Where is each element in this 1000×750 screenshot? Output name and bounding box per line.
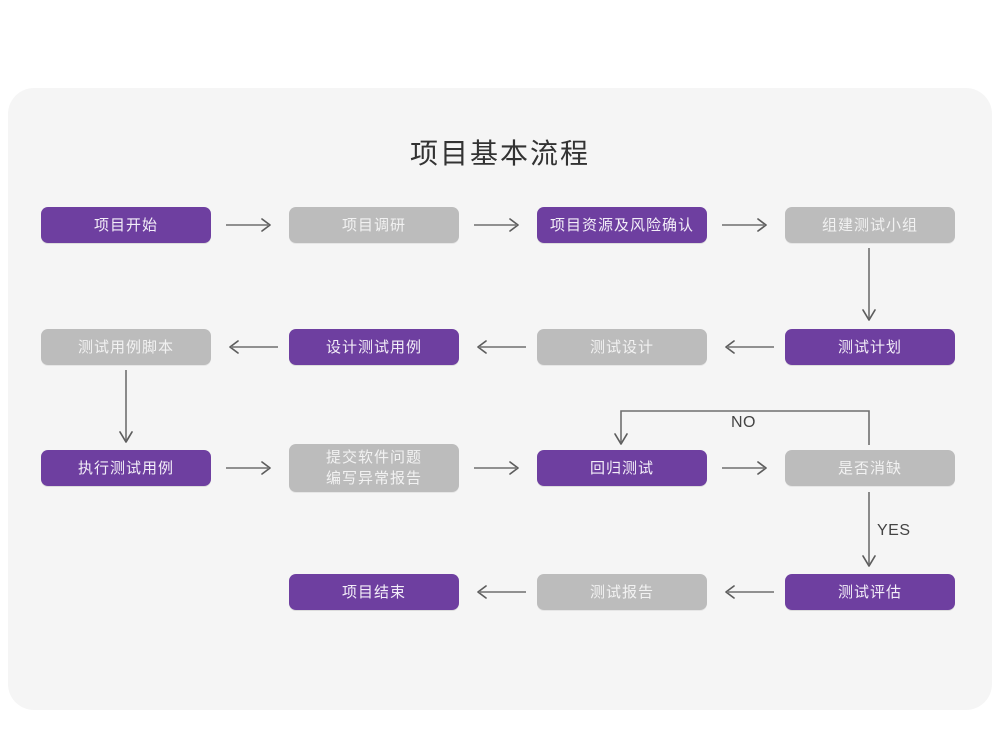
edge-label-no: NO xyxy=(731,414,756,431)
node-execute-test-cases[interactable]: 执行测试用例 xyxy=(41,450,211,486)
node-form-test-team[interactable]: 组建测试小组 xyxy=(785,207,955,243)
node-project-end[interactable]: 项目结束 xyxy=(289,574,459,610)
page-title: 项目基本流程 xyxy=(409,138,590,169)
node-test-report[interactable]: 测试报告 xyxy=(537,574,707,610)
node-defect-cleared-check[interactable]: 是否消缺 xyxy=(785,450,955,486)
node-project-research[interactable]: 项目调研 xyxy=(289,207,459,243)
edge-label-yes: YES xyxy=(877,522,911,539)
node-resource-and-risk-confirmation[interactable]: 项目资源及风险确认 xyxy=(537,207,707,243)
node-test-plan[interactable]: 测试计划 xyxy=(785,329,955,365)
diagram-panel xyxy=(8,88,992,710)
node-submit-issue-write-report[interactable]: 提交软件问题 编写异常报告 xyxy=(289,444,459,492)
node-test-case-scripts[interactable]: 测试用例脚本 xyxy=(41,329,211,365)
node-project-start[interactable]: 项目开始 xyxy=(41,207,211,243)
node-regression-test[interactable]: 回归测试 xyxy=(537,450,707,486)
node-test-design[interactable]: 测试设计 xyxy=(537,329,707,365)
node-design-test-cases[interactable]: 设计测试用例 xyxy=(289,329,459,365)
node-test-evaluation[interactable]: 测试评估 xyxy=(785,574,955,610)
